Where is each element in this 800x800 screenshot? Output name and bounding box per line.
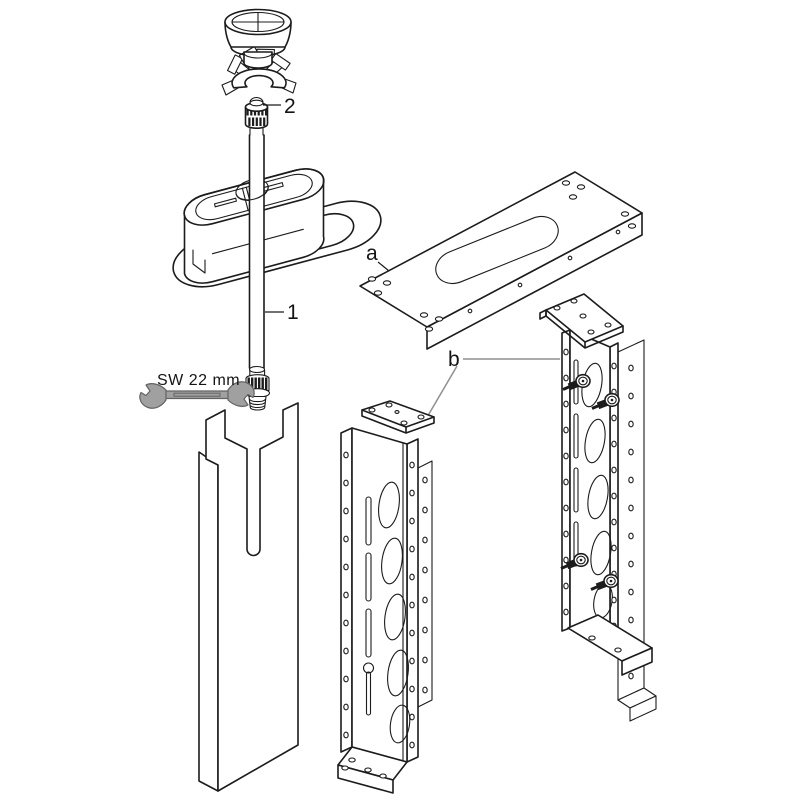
label-2: 2 xyxy=(284,95,296,118)
mounting-duct xyxy=(198,402,299,792)
mounting-bracket-left xyxy=(337,400,435,794)
box-inner-rim xyxy=(195,173,313,221)
spout-cap xyxy=(224,8,292,69)
callout-1: 1 xyxy=(265,301,299,324)
wrench-size-label: SW 22 mm xyxy=(157,372,240,389)
callout-2: 2 xyxy=(263,95,296,118)
duct-front-face xyxy=(205,402,299,792)
bracket-foot-lip xyxy=(621,647,653,676)
bracket-left-flange xyxy=(340,427,353,753)
box-slot-left xyxy=(213,197,237,208)
callout-a: a xyxy=(366,242,390,272)
bracket-left-back-rail xyxy=(417,460,433,708)
hose-guide-spider xyxy=(221,45,297,96)
bracket-slots xyxy=(362,481,411,744)
label-b: b xyxy=(448,348,460,371)
cap-cross xyxy=(231,11,285,33)
spider-ring xyxy=(231,68,287,89)
mounting-bracket-right xyxy=(539,293,657,722)
open-end-wrench-icon xyxy=(139,381,255,409)
hose-hole-front-arc xyxy=(235,185,269,201)
bracket-foot-lip xyxy=(337,764,394,794)
cover-plate-a xyxy=(359,171,643,350)
back-rail-foot-lip xyxy=(629,695,657,722)
box-step xyxy=(192,249,206,274)
callout-b: b xyxy=(425,348,560,420)
duct-side-face xyxy=(198,451,219,792)
leader-a xyxy=(377,261,390,272)
union-nut xyxy=(244,96,269,136)
box-top-rim xyxy=(183,168,325,226)
label-1: 1 xyxy=(287,301,299,324)
label-a: a xyxy=(366,242,378,265)
plate-face xyxy=(359,171,643,328)
bracket-front-face xyxy=(351,427,408,763)
hose-tube xyxy=(248,134,265,369)
leader-b-left xyxy=(425,365,458,420)
plate-cutout xyxy=(431,211,564,289)
plate-holes xyxy=(367,180,637,332)
cap-neck xyxy=(243,51,273,69)
